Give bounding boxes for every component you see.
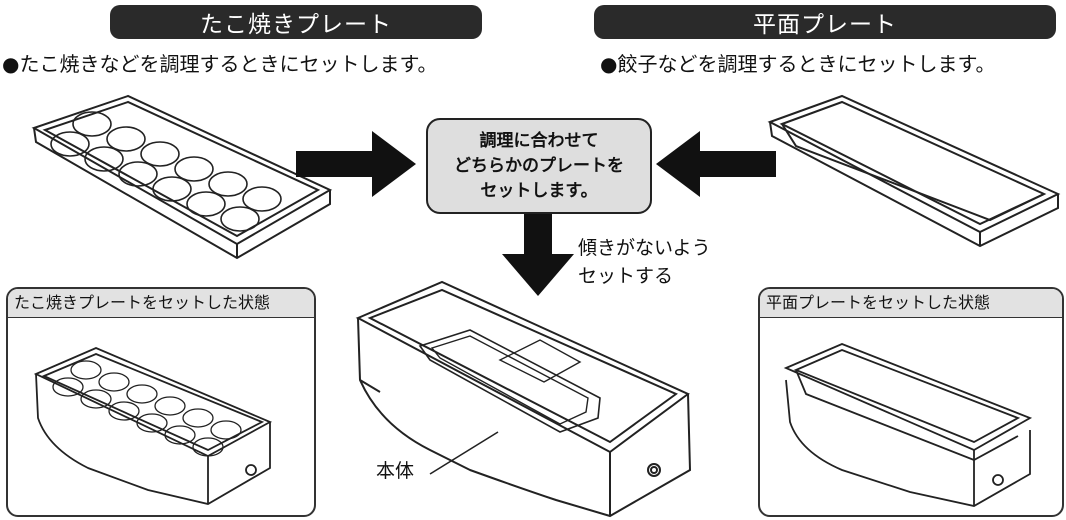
flat-state-label: 平面プレートをセットした状態 [760, 289, 1062, 318]
takoyaki-hole [70, 360, 102, 380]
down-arrow [502, 212, 574, 296]
flat-plate-title: 平面プレート [594, 5, 1056, 39]
takoyaki-hole [154, 396, 186, 416]
takoyaki-hole [108, 401, 140, 421]
takoyaki-holes [50, 111, 282, 232]
takoyaki-state-panel: たこ焼きプレートをセットした状態 [6, 287, 316, 517]
takoyaki-hole [174, 156, 214, 182]
takoyaki-set-illustration [33, 347, 273, 505]
takoyaki-hole [126, 384, 158, 404]
takoyaki-hole [208, 171, 248, 197]
tilt-note-line-1: 傾きがないよう [578, 237, 711, 259]
takoyaki-hole [242, 186, 282, 212]
flat-state-panel: 平面プレートをセットした状態 [758, 287, 1064, 517]
takoyaki-hole [164, 425, 196, 445]
takoyaki-hole [106, 126, 146, 152]
flat-plate-illustration [767, 94, 1061, 248]
takoyaki-hole [52, 377, 84, 397]
instruction-callout: 調理に合わせて どちらかのプレートを セットします。 [426, 118, 652, 214]
takoyaki-hole [50, 131, 90, 157]
instruction-line-1: 調理に合わせて [479, 130, 599, 151]
takoyaki-hole [80, 389, 112, 409]
takoyaki-hole [220, 206, 260, 232]
takoyaki-hole [186, 191, 226, 217]
base-unit-illustration [355, 280, 692, 518]
takoyaki-hole [192, 437, 224, 457]
takoyaki-state-label: たこ焼きプレートをセットした状態 [8, 289, 314, 318]
takoyaki-hole [152, 176, 192, 202]
takoyaki-plate-illustration [31, 94, 333, 260]
takoyaki-plate-description: ●たこ焼きなどを調理するときにセットします。 [2, 52, 438, 76]
tilt-note-line-2: セットする [578, 265, 674, 287]
instruction-line-3: セットします。 [480, 180, 598, 201]
flat-plate-description: ●餃子などを調理するときにセットします。 [600, 52, 996, 76]
takoyaki-hole [182, 408, 214, 428]
takoyaki-hole [140, 141, 180, 167]
takoyaki-hole [210, 420, 242, 440]
tilt-note: 傾きがないよう セットする [578, 234, 711, 290]
instruction-line-2: どちらかのプレートを [454, 155, 624, 176]
left-arrow [656, 131, 776, 197]
takoyaki-hole [72, 111, 112, 137]
body-label: 本体 [376, 460, 415, 482]
takoyaki-plate-title: たこ焼きプレート [110, 5, 482, 39]
takoyaki-hole [136, 413, 168, 433]
takoyaki-hole [98, 372, 130, 392]
right-arrow [296, 131, 416, 197]
takoyaki-hole [118, 161, 158, 187]
takoyaki-hole [84, 146, 124, 172]
flat-set-illustration [783, 343, 1033, 507]
